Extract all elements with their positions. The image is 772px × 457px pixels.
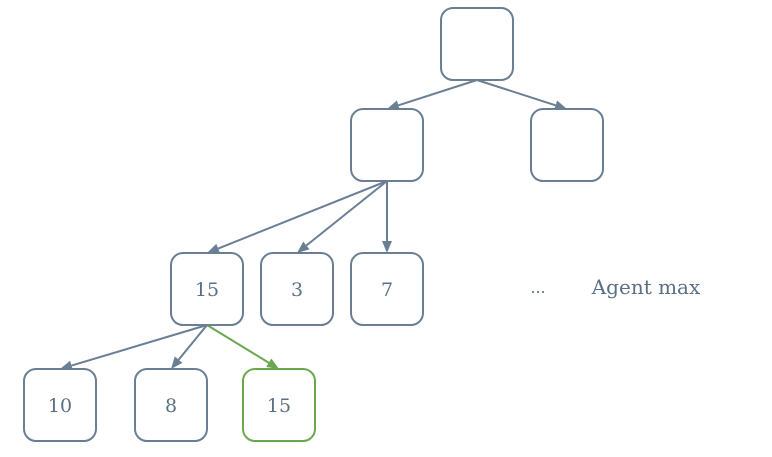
- edge-a-d: [71, 324, 208, 367]
- tree-node-d: 10: [23, 368, 97, 442]
- arrowhead-n1-c: [382, 241, 392, 253]
- arrowhead-a-e: [171, 356, 183, 369]
- tree-node-n1: [350, 108, 424, 182]
- edge-root-n2: [476, 79, 556, 107]
- edge-root-n1: [398, 79, 478, 107]
- tree-node-f: 15: [242, 368, 316, 442]
- tree-node-c: 7: [350, 252, 424, 326]
- edge-a-e: [177, 324, 208, 361]
- arrowhead-n1-a: [207, 243, 220, 254]
- arrowhead-root-n1: [387, 100, 400, 111]
- arrowhead-root-n2: [554, 100, 567, 111]
- arrowhead-n1-b: [297, 241, 310, 253]
- tree-node-e: 8: [134, 368, 208, 442]
- arrowhead-a-f: [266, 358, 279, 369]
- tree-node-b: 3: [260, 252, 334, 326]
- node-box: [440, 7, 514, 81]
- node-box: [350, 108, 424, 182]
- edges-layer: [60, 79, 567, 371]
- edge-n1-a: [217, 180, 388, 250]
- node-box: [260, 252, 334, 326]
- node-value: 10: [48, 395, 72, 417]
- arrowhead-a-d: [60, 360, 73, 371]
- edge-n1-b: [305, 180, 388, 247]
- more-siblings-ellipsis: ...: [530, 278, 545, 297]
- node-box: [170, 252, 244, 326]
- nodes-layer: 15 3 7 10 8 15: [23, 7, 604, 442]
- node-box: [242, 368, 316, 442]
- node-box: [134, 368, 208, 442]
- tree-node-root: [440, 7, 514, 81]
- node-box: [350, 252, 424, 326]
- node-value: 3: [291, 279, 303, 301]
- node-box: [530, 108, 604, 182]
- agent-max-label: Agent max: [591, 275, 701, 299]
- node-value: 8: [165, 395, 177, 417]
- node-value: 15: [195, 279, 219, 301]
- node-value: 15: [267, 395, 291, 417]
- edge-a-f: [206, 324, 270, 364]
- tree-node-a: 15: [170, 252, 244, 326]
- tree-node-n2: [530, 108, 604, 182]
- node-value: 7: [381, 279, 393, 301]
- node-box: [23, 368, 97, 442]
